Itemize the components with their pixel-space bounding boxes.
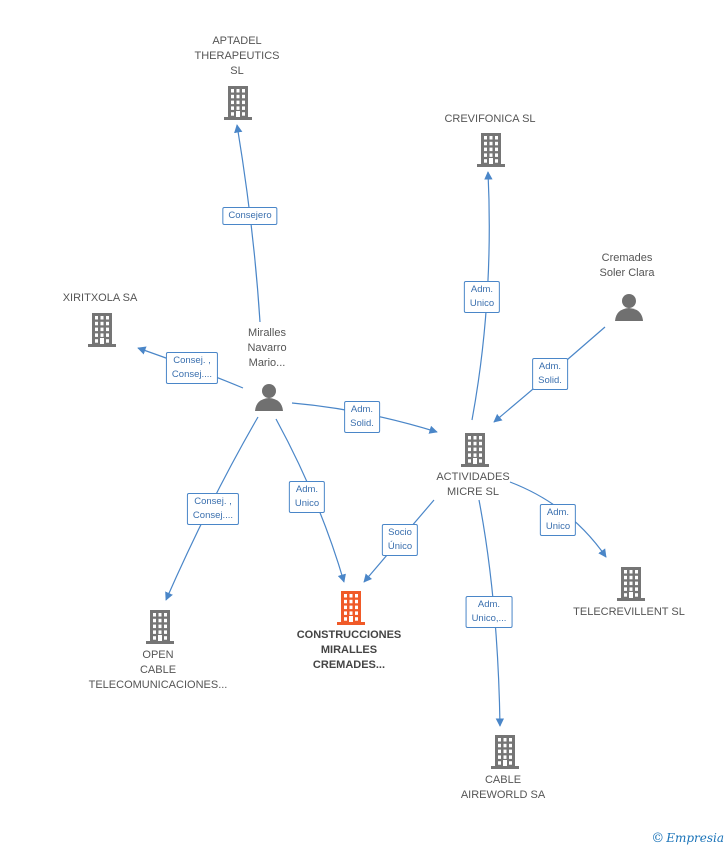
node-label-line: Soler Clara: [599, 267, 655, 279]
edge-label-line: Unico: [469, 298, 495, 309]
edge-label-line: Unico,...: [471, 613, 507, 624]
edge-miralles-to-aptadel: [234, 124, 261, 323]
edge-label-actividades-crevifonica[interactable]: Adm. Unico: [463, 281, 501, 313]
edge-label-miralles-actividades[interactable]: Adm. Solid.: [344, 401, 380, 433]
edge-label-line: Adm.: [350, 404, 374, 415]
node-label-line: Miralles: [248, 327, 286, 339]
node-label-line: TELECREVILLENT SL: [573, 606, 685, 618]
watermark-text: Empresia: [666, 831, 724, 845]
node-label-line: CREVIFONICA SL: [444, 113, 536, 125]
building-icon[interactable]: [146, 610, 174, 644]
edge-label-actividades-cable[interactable]: Adm. Unico,...: [465, 596, 513, 628]
empresia-watermark: ©Empresia: [651, 831, 724, 846]
node-label-line: AIREWORLD SA: [460, 789, 546, 801]
node-label-line: MIRALLES: [320, 644, 378, 656]
node-label-construcciones[interactable]: CONSTRUCCIONES MIRALLES CREMADES...: [297, 628, 402, 673]
edge-label-line: Solid.: [350, 418, 374, 429]
copyright-icon: ©: [651, 831, 665, 846]
building-icon[interactable]: [491, 735, 519, 769]
person-icon[interactable]: [255, 384, 283, 411]
node-label-line: CONSTRUCCIONES: [296, 629, 402, 641]
building-icon[interactable]: [224, 86, 252, 120]
node-label-line: Navarro: [247, 342, 287, 354]
node-label-line: ACTIVIDADES: [436, 471, 510, 483]
node-label-line: THERAPEUTICS: [194, 50, 280, 62]
edge-label-line: Adm.: [477, 599, 501, 610]
node-label-actividades[interactable]: ACTIVIDADES MICRE SL: [436, 470, 509, 500]
edge-label-line: Consejero: [228, 210, 272, 221]
building-icon[interactable]: [477, 133, 505, 167]
node-label-line: TELECOMUNICACIONES...: [88, 679, 228, 691]
edge-label-line: Único: [387, 541, 413, 552]
edge-label-miralles-aptadel[interactable]: Consejero: [222, 207, 278, 225]
node-label-line: Cremades: [601, 252, 653, 264]
edge-label-line: Unico: [294, 498, 320, 509]
node-label-cable[interactable]: CABLE AIREWORLD SA: [461, 773, 545, 803]
edge-label-actividades-telecrevillent[interactable]: Adm. Unico: [539, 504, 577, 536]
node-label-line: CREMADES...: [312, 659, 386, 671]
node-label-line: CABLE: [139, 664, 177, 676]
node-label-line: MICRE SL: [447, 486, 499, 498]
node-label-crevifonica[interactable]: CREVIFONICA SL: [444, 112, 535, 127]
edge-label-cremades-actividades[interactable]: Adm. Solid.: [532, 358, 568, 390]
building-icon[interactable]: [461, 433, 489, 467]
building-icon[interactable]: [337, 591, 365, 625]
node-label-aptadel[interactable]: APTADEL THERAPEUTICS SL: [195, 34, 280, 79]
edge-label-line: Adm.: [546, 507, 570, 518]
node-label-xiritxola[interactable]: XIRITXOLA SA: [63, 291, 138, 306]
node-label-line: XIRITXOLA SA: [62, 292, 138, 304]
building-icon[interactable]: [88, 313, 116, 347]
person-icon[interactable]: [615, 294, 643, 321]
icons-layer: [88, 86, 645, 769]
edge-label-line: Consej. ,: [194, 496, 232, 507]
node-label-line: Mario...: [248, 357, 286, 369]
node-label-telecrevillent[interactable]: TELECREVILLENT SL: [573, 605, 685, 620]
edge-label-line: Socio: [388, 527, 412, 538]
edge-label-line: Unico: [545, 521, 571, 532]
edge-label-line: Consej....: [171, 369, 213, 380]
edge-label-miralles-construcciones[interactable]: Adm. Unico: [288, 481, 326, 513]
edge-label-line: Adm.: [470, 284, 494, 295]
node-label-line: APTADEL: [212, 35, 262, 47]
edge-label-line: Consej. ,: [173, 355, 211, 366]
edge-label-line: Consej....: [192, 510, 234, 521]
edge-label-line: Solid.: [538, 375, 562, 386]
node-label-line: CABLE: [484, 774, 522, 786]
edge-label-miralles-xiritxola[interactable]: Consej. , Consej....: [165, 352, 219, 384]
node-label-line: OPEN: [142, 649, 174, 661]
edge-label-miralles-open[interactable]: Consej. , Consej....: [186, 493, 240, 525]
edge-label-line: Adm.: [538, 361, 562, 372]
node-label-open[interactable]: OPEN CABLE TELECOMUNICACIONES...: [89, 648, 228, 693]
edge-label-line: Adm.: [295, 484, 319, 495]
building-icon[interactable]: [617, 567, 645, 601]
node-label-line: SL: [230, 65, 244, 77]
